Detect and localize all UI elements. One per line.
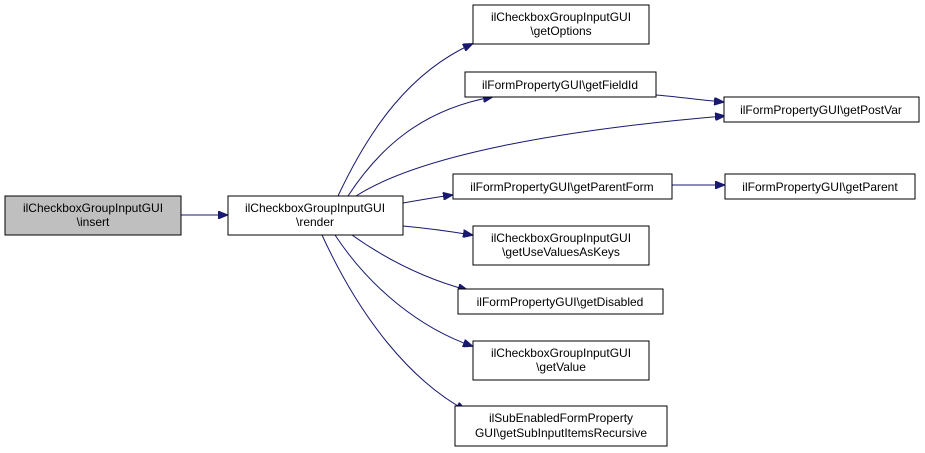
node-get-disabled[interactable]: ilFormPropertyGUI\getDisabled bbox=[457, 288, 664, 315]
node-get-value-line1: ilCheckboxGroupInputGUI bbox=[491, 346, 631, 360]
node-get-post-var[interactable]: ilFormPropertyGUI\getPostVar bbox=[723, 96, 920, 123]
edge-render-to-get-sub-input-items-recursive bbox=[321, 234, 465, 410]
node-render[interactable]: ilCheckboxGroupInputGUI \render bbox=[227, 195, 404, 236]
node-get-field-id-label: ilFormPropertyGUI\getFieldId bbox=[482, 78, 638, 92]
edge-render-to-get-disabled bbox=[351, 234, 467, 290]
node-insert[interactable]: ilCheckboxGroupInputGUI \insert bbox=[4, 195, 182, 236]
node-get-options[interactable]: ilCheckboxGroupInputGUI \getOptions bbox=[472, 4, 650, 45]
node-insert-line1: ilCheckboxGroupInputGUI bbox=[23, 201, 163, 215]
node-get-use-values-as-keys[interactable]: ilCheckboxGroupInputGUI \getUseValuesAsK… bbox=[472, 225, 650, 266]
node-get-sub-input-items-recursive-line2: GUI\getSubInputItemsRecursive bbox=[475, 426, 647, 440]
edge-render-to-get-post-var bbox=[355, 116, 724, 197]
node-render-line2: \render bbox=[296, 215, 334, 229]
node-get-parent-label: ilFormPropertyGUI\getParent bbox=[742, 180, 898, 194]
node-get-field-id[interactable]: ilFormPropertyGUI\getFieldId bbox=[464, 71, 657, 98]
edge-render-to-get-options bbox=[337, 44, 472, 197]
node-get-value[interactable]: ilCheckboxGroupInputGUI \getValue bbox=[472, 340, 650, 381]
node-get-sub-input-items-recursive-line1: ilSubEnabledFormProperty bbox=[489, 411, 633, 425]
node-render-line1: ilCheckboxGroupInputGUI bbox=[245, 201, 385, 215]
node-get-options-line2: \getOptions bbox=[530, 24, 591, 38]
node-get-parent-form-label: ilFormPropertyGUI\getParentForm bbox=[470, 180, 653, 194]
node-get-value-line2: \getValue bbox=[536, 360, 586, 374]
edges bbox=[181, 44, 724, 410]
node-get-disabled-label: ilFormPropertyGUI\getDisabled bbox=[477, 295, 644, 309]
edge-get-field-id-to-get-post-var bbox=[655, 94, 723, 102]
node-insert-line2: \insert bbox=[77, 215, 110, 229]
edge-render-to-get-use-values-as-keys bbox=[402, 225, 472, 235]
node-get-parent-form[interactable]: ilFormPropertyGUI\getParentForm bbox=[452, 173, 673, 200]
node-get-post-var-label: ilFormPropertyGUI\getPostVar bbox=[740, 103, 902, 117]
node-get-parent[interactable]: ilFormPropertyGUI\getParent bbox=[724, 173, 916, 200]
node-get-use-values-as-keys-line1: ilCheckboxGroupInputGUI bbox=[491, 231, 631, 245]
edge-render-to-get-value bbox=[334, 234, 472, 346]
edge-render-to-get-parent-form bbox=[402, 195, 452, 204]
node-get-options-line1: ilCheckboxGroupInputGUI bbox=[491, 10, 631, 24]
node-get-use-values-as-keys-line2: \getUseValuesAsKeys bbox=[502, 245, 620, 259]
node-get-sub-input-items-recursive[interactable]: ilSubEnabledFormProperty GUI\getSubInput… bbox=[454, 405, 668, 447]
edge-render-to-get-field-id bbox=[347, 97, 492, 197]
